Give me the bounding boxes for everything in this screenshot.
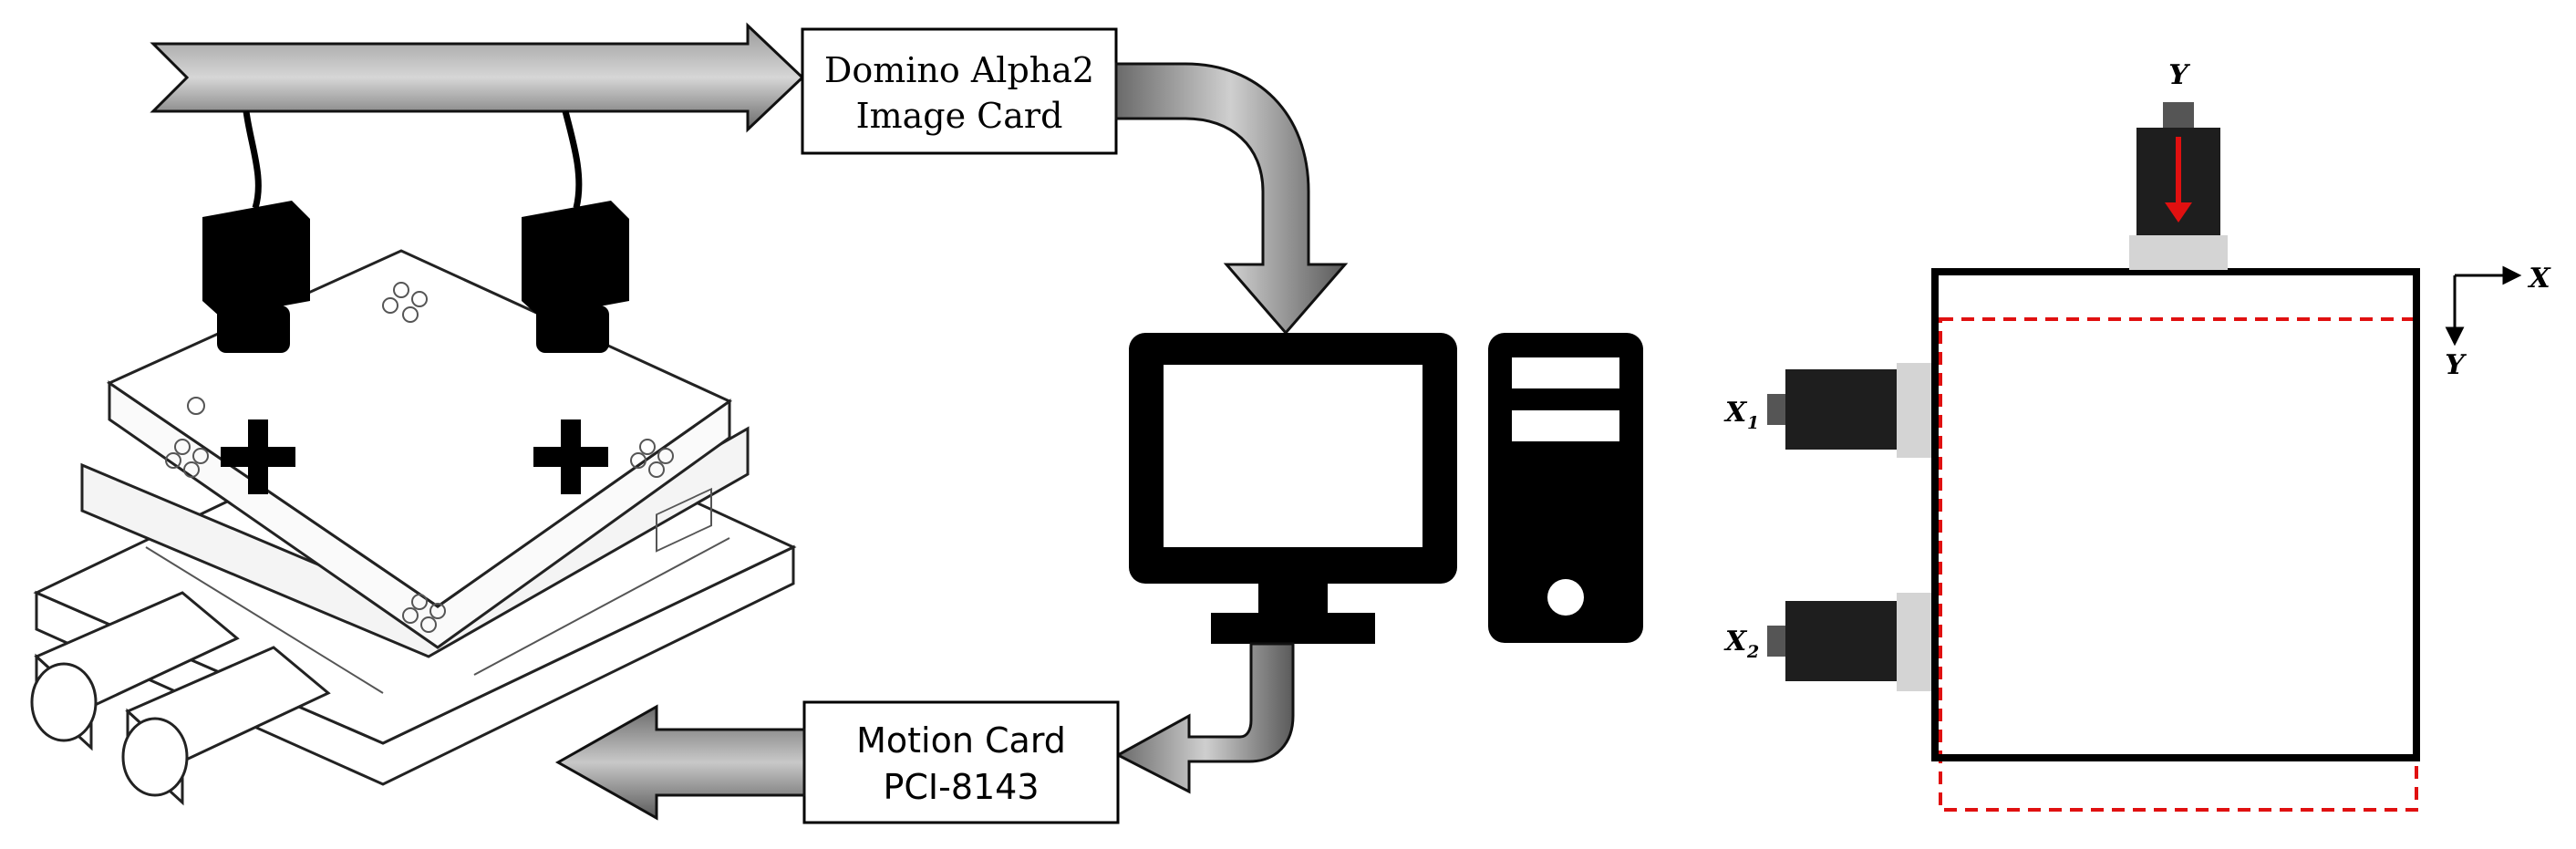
motion-card-line1: Motion Card (856, 720, 1066, 761)
image-card-line1: Domino Alpha2 (824, 50, 1094, 90)
motion-card-box: Motion Card PCI-8143 (802, 700, 1120, 824)
x2-sensor-subscript: 2 (1746, 642, 1759, 662)
x1-sensor-subscript: 1 (1747, 413, 1759, 433)
axes-indicator (2445, 265, 2522, 347)
measurement-panel: Y X 1 X 2 X Y (1723, 59, 2551, 812)
x-axis-label: X (2527, 263, 2551, 295)
pc-to-motion-arrow (1114, 642, 1295, 794)
image-card-box: Domino Alpha2 Image Card (801, 27, 1118, 155)
pc-tower-icon (1488, 333, 1643, 643)
camera-icon (202, 201, 310, 353)
xy-stage-icon (30, 249, 797, 806)
y-sensor-icon (2129, 102, 2228, 270)
camera-cable-right (562, 110, 583, 209)
cross-mark-icon-right (533, 419, 608, 494)
motion-card-line2: PCI-8143 (883, 767, 1039, 807)
stage-motor-right (121, 646, 331, 806)
workpiece (1931, 268, 2420, 761)
y-sensor-label: Y (2168, 59, 2190, 91)
camera-icon-right (522, 201, 629, 353)
cross-mark-icon (221, 419, 295, 494)
stage-motor-left (30, 591, 240, 751)
y-axis-label: Y (2445, 349, 2467, 381)
image-card-line2: Image Card (856, 96, 1063, 136)
x1-sensor-icon (1767, 363, 1931, 458)
x2-sensor-icon (1767, 593, 1931, 691)
x1-sensor-label: X (1723, 397, 1748, 429)
displaced-outline (1939, 317, 2418, 812)
card-to-pc-arrow (1114, 62, 1349, 336)
monitor-icon (1129, 333, 1457, 644)
camera-cable-left (243, 110, 262, 210)
x2-sensor-label: X (1723, 626, 1748, 657)
motion-to-stage-arrow (554, 704, 806, 821)
top-signal-arrow (150, 22, 805, 133)
